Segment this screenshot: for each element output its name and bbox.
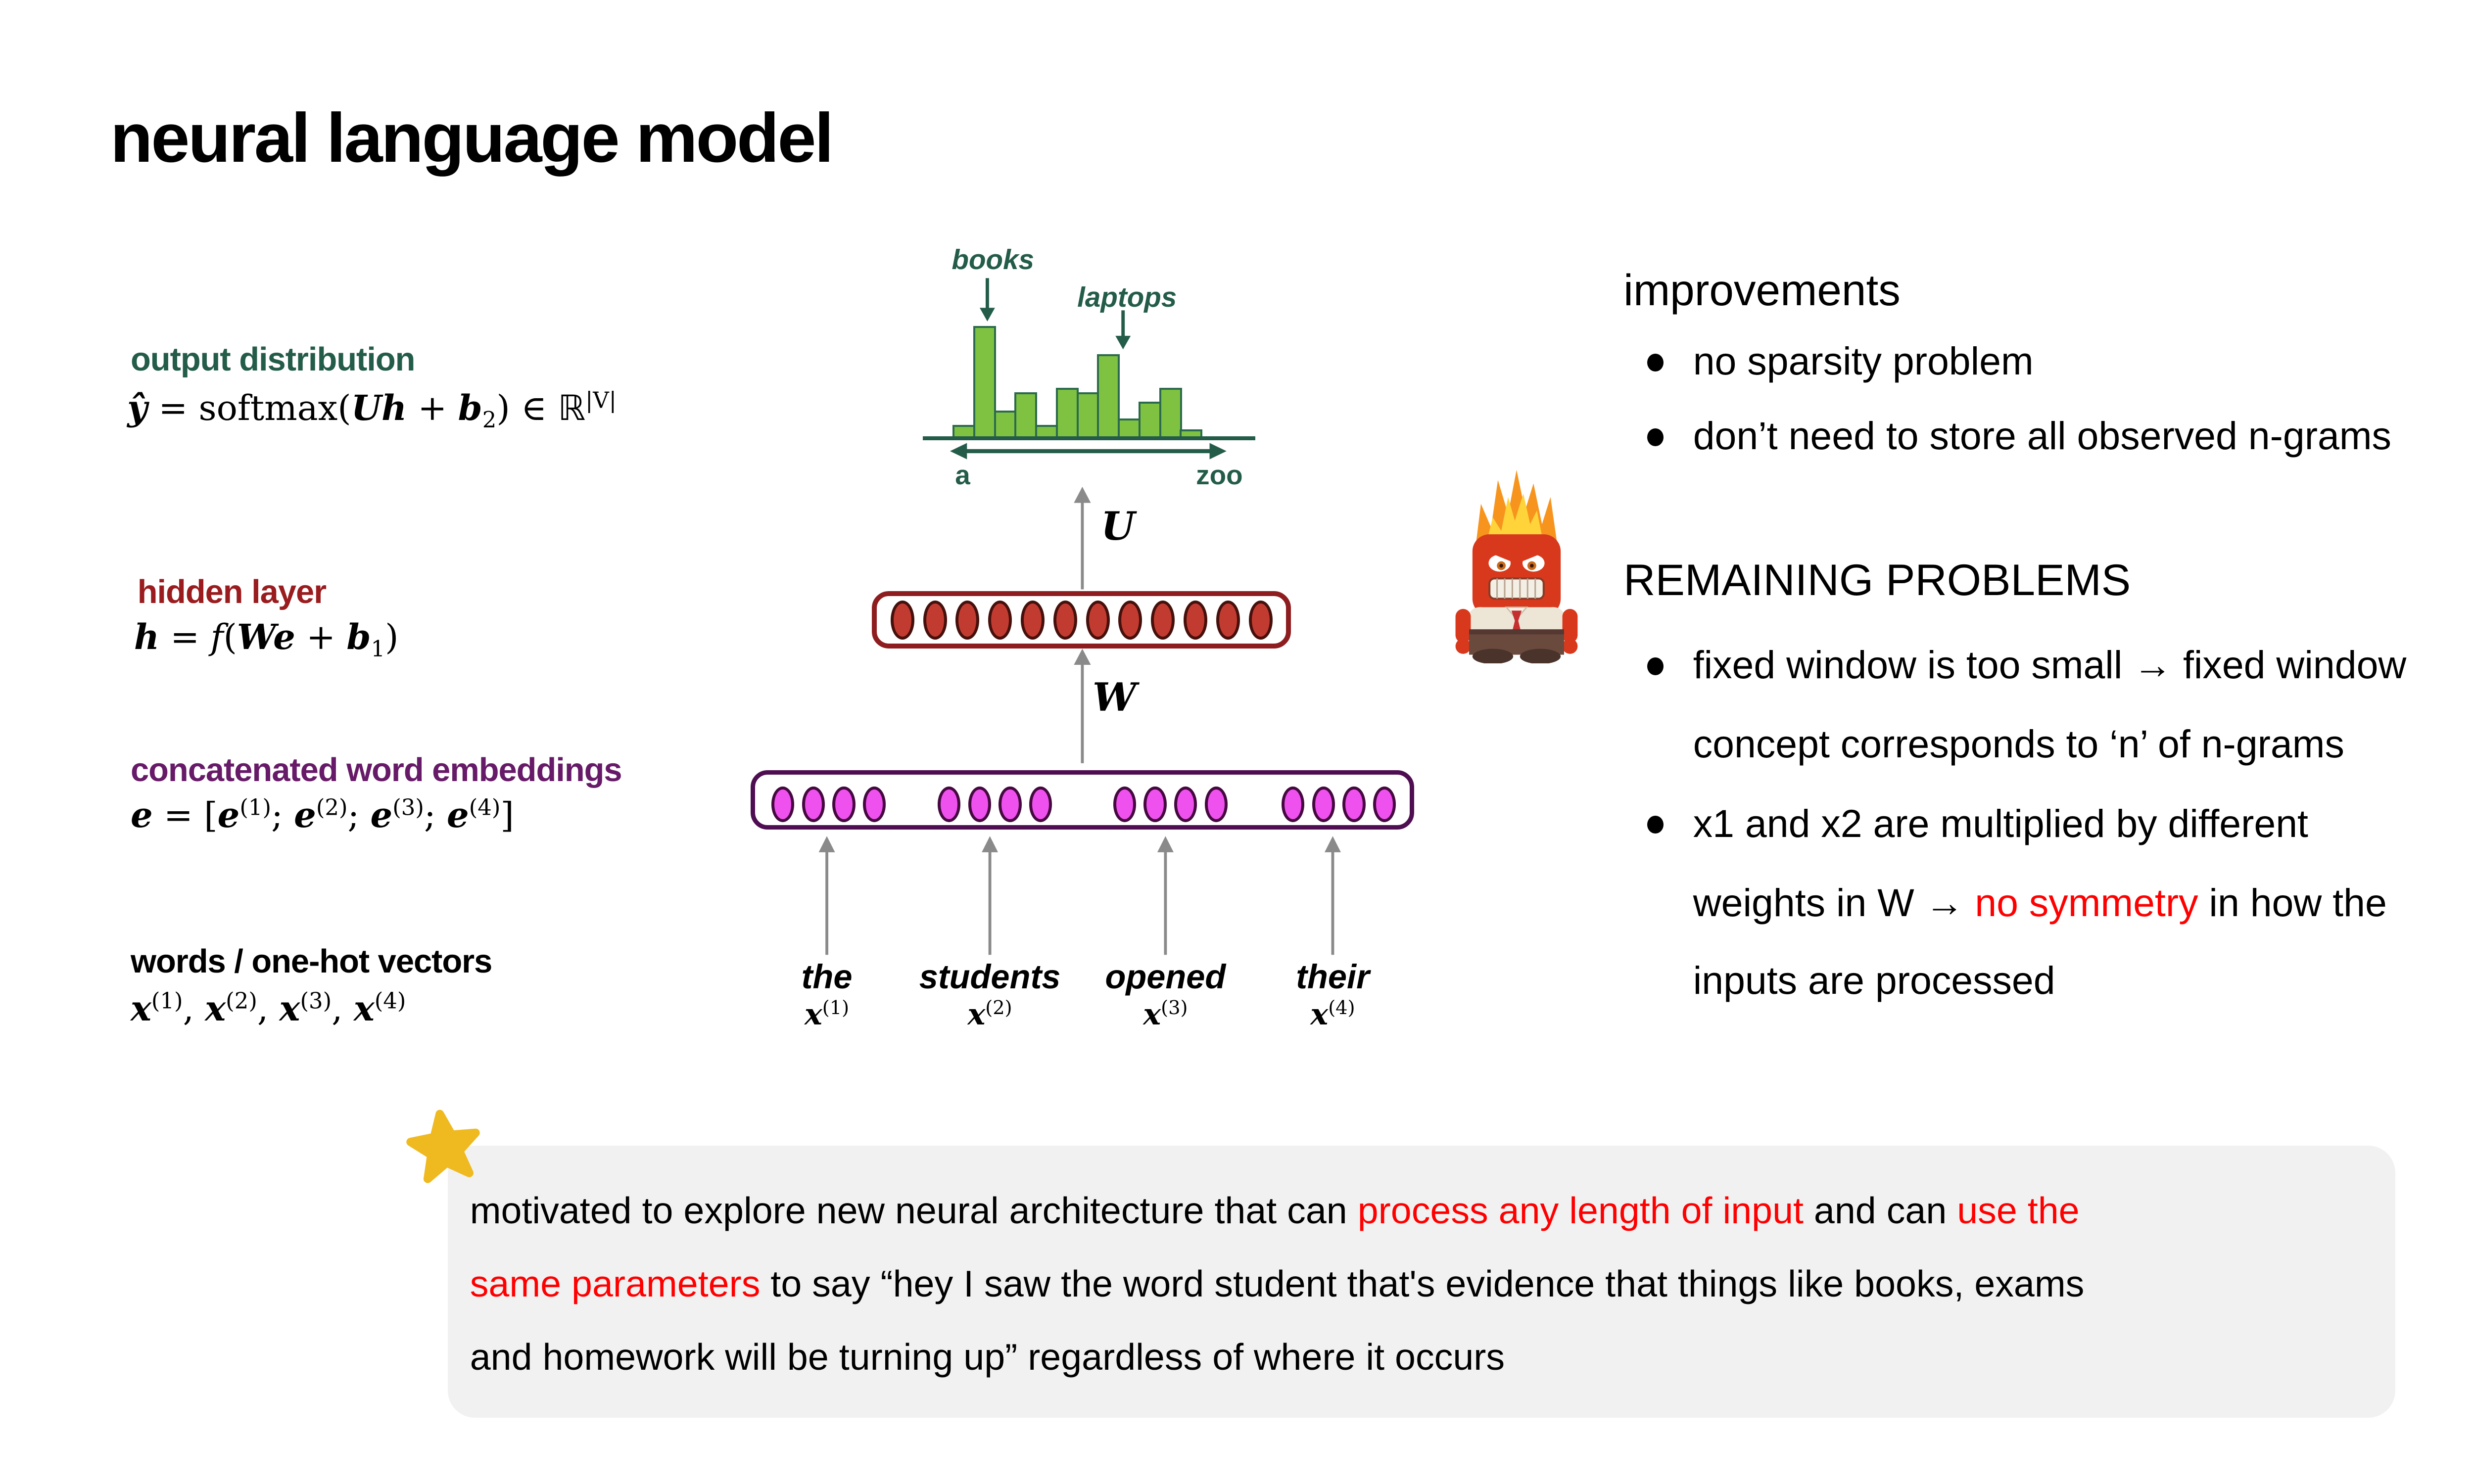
w-matrix-arrow-icon: [1074, 649, 1091, 763]
remaining-problems-heading: REMAINING PROBLEMS: [1623, 555, 2131, 604]
embedding-layer-box: [751, 770, 1414, 830]
one-hot-label: words / one-hot vectors: [130, 943, 492, 980]
histogram-bar: [1159, 388, 1182, 439]
embedding-group: [1282, 786, 1396, 822]
problem-line: weights in W → no symmetry in how the: [1693, 881, 2387, 925]
embedding-unit-dot: [1113, 786, 1136, 822]
laptops-annotation: laptops: [1077, 281, 1177, 313]
word-vector-label: x(3): [1143, 997, 1188, 1032]
embedding-unit-dot: [1029, 786, 1052, 822]
histogram-bar: [1014, 392, 1038, 439]
embedding-unit-dot: [1204, 786, 1228, 822]
hidden-layer-formula: h = f(We + b1): [134, 616, 399, 662]
hidden-unit-dot: [1248, 600, 1273, 640]
hidden-unit-dot: [1020, 600, 1045, 640]
books-arrow-icon: [979, 278, 995, 322]
embedding-unit-dot: [863, 786, 886, 822]
improvements-heading: improvements: [1623, 265, 1901, 315]
hidden-unit-dot: [1053, 600, 1077, 640]
note-line: and homework will be turning up” regardl…: [470, 1336, 1505, 1378]
problem-line: x1 and x2 are multiplied by different: [1693, 801, 2308, 845]
histogram-bar: [1076, 392, 1099, 439]
word-vector-label: x(2): [967, 997, 1012, 1032]
embedding-unit-dot: [1342, 786, 1366, 822]
star-icon: [406, 1110, 480, 1183]
hidden-unit-dot: [955, 600, 980, 640]
w-matrix-label: W: [1092, 674, 1137, 721]
problem-line: fixed window is too small → fixed window: [1693, 643, 2407, 687]
embeddings-label: concatenated word embeddings: [130, 751, 622, 788]
histogram-bar: [1097, 354, 1120, 439]
output-histogram: [952, 326, 1225, 439]
hidden-unit-dot: [923, 600, 947, 640]
note-line: motivated to explore new neural architec…: [470, 1189, 2080, 1231]
improvements-bullet: don’t need to store all observed n-grams: [1693, 414, 2391, 458]
bullet-dot-icon: [1647, 657, 1664, 675]
bullet-dot-icon: [1647, 816, 1664, 834]
word-vector-label: x(4): [1310, 997, 1355, 1032]
hidden-layer-box: [872, 591, 1291, 649]
embedding-unit-dot: [999, 786, 1022, 822]
word-the: the: [801, 957, 853, 996]
word-their: their: [1296, 957, 1370, 996]
one-hot-formula: x(1), x(2), x(3), x(4): [130, 987, 406, 1029]
vocab-start-label: a: [955, 459, 970, 490]
embedding-unit-dot: [832, 786, 856, 822]
note-text: motivated to explore new neural architec…: [470, 1174, 2085, 1393]
embedding-unit-dot: [1373, 786, 1396, 822]
problem-line: inputs are processed: [1693, 959, 2055, 1003]
page-title: neural language model: [110, 99, 834, 177]
vocab-range-arrow-icon: [950, 443, 1227, 460]
histogram-bar: [1055, 388, 1079, 439]
note-box: [448, 1145, 2396, 1418]
bullet-dot-icon: [1647, 353, 1664, 371]
problem-line: concept corresponds to ‘n’ of n-grams: [1693, 722, 2344, 766]
hidden-unit-dot: [1118, 600, 1142, 640]
books-annotation: books: [952, 244, 1034, 276]
input-word-arrow-icon: [818, 836, 1341, 955]
embedding-group: [938, 786, 1052, 822]
hidden-unit-dot: [1151, 600, 1175, 640]
word-opened: opened: [1105, 957, 1226, 996]
histogram-bar: [1138, 401, 1161, 439]
histogram-bar: [973, 326, 996, 439]
embedding-group: [771, 786, 886, 822]
hidden-unit-dot: [1184, 600, 1207, 640]
histogram-bar: [994, 410, 1017, 439]
note-line: same parameters to say “hey I saw the wo…: [470, 1262, 2085, 1304]
embedding-unit-dot: [802, 786, 825, 822]
embedding-unit-dot: [968, 786, 992, 822]
embedding-unit-dot: [771, 786, 795, 822]
embedding-unit-dot: [938, 786, 961, 822]
vocab-axis-line: [923, 436, 1256, 441]
embedding-group: [1113, 786, 1228, 822]
anger-character-image: [1455, 469, 1578, 663]
hidden-unit-dot: [988, 600, 1012, 640]
embedding-unit-dot: [1312, 786, 1335, 822]
histogram-bar: [1118, 418, 1141, 439]
embedding-unit-dot: [1282, 786, 1305, 822]
output-distribution-formula: ŷ = softmax(Uh + b2) ∈ ℝ|V|: [127, 387, 617, 433]
word-vector-label: x(1): [805, 997, 850, 1032]
embedding-unit-dot: [1143, 786, 1167, 822]
embedding-unit-dot: [1174, 786, 1197, 822]
hidden-layer-label: hidden layer: [137, 573, 327, 610]
word-students: students: [919, 957, 1061, 996]
u-matrix-label: U: [1101, 503, 1135, 550]
improvements-bullet: no sparsity problem: [1693, 339, 2034, 383]
hidden-unit-dot: [1086, 600, 1110, 640]
vocab-end-label: zoo: [1196, 459, 1243, 490]
hidden-unit-dot: [890, 600, 914, 640]
output-distribution-label: output distribution: [130, 341, 415, 378]
bullet-dot-icon: [1647, 428, 1664, 446]
hidden-unit-dot: [1216, 600, 1240, 640]
embeddings-formula: e = [e(1); e(2); e(3); e(4)]: [130, 794, 514, 836]
u-matrix-arrow-icon: [1074, 486, 1091, 590]
